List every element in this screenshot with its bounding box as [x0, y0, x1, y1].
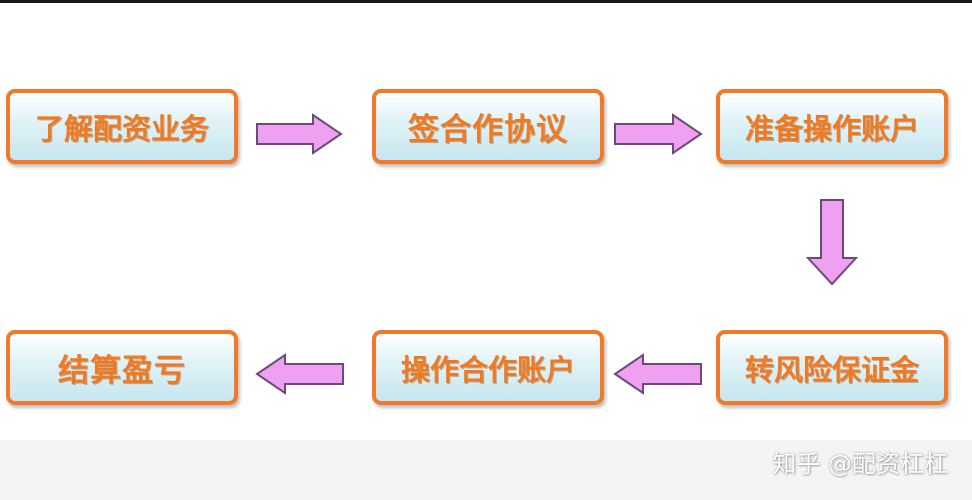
- arrow-down-icon: [806, 199, 858, 286]
- step-2-label: 签合作协议: [408, 112, 568, 148]
- step-5-box: 操作合作账户: [372, 330, 604, 405]
- step-5-label: 操作合作账户: [400, 352, 575, 387]
- arrow-left-2-icon: [255, 353, 344, 395]
- step-4-label: 转风险保证金: [744, 352, 919, 387]
- step-3-label: 准备操作账户: [744, 111, 919, 146]
- step-6-box: 结算盈亏: [6, 330, 238, 405]
- arrow-right-2-icon: [614, 113, 703, 155]
- arrow-right-1-icon: [256, 113, 343, 155]
- step-6-label: 结算盈亏: [58, 353, 186, 389]
- step-1-label: 了解配资业务: [34, 111, 209, 146]
- step-1-box: 了解配资业务: [6, 89, 238, 164]
- watermark: 知乎 @配资杠杠: [772, 450, 948, 478]
- top-border: [0, 0, 972, 3]
- footer-strip: [0, 440, 972, 500]
- step-4-box: 转风险保证金: [716, 330, 948, 405]
- arrow-left-1-icon: [613, 353, 702, 395]
- step-3-box: 准备操作账户: [716, 89, 948, 164]
- step-2-box: 签合作协议: [372, 89, 604, 164]
